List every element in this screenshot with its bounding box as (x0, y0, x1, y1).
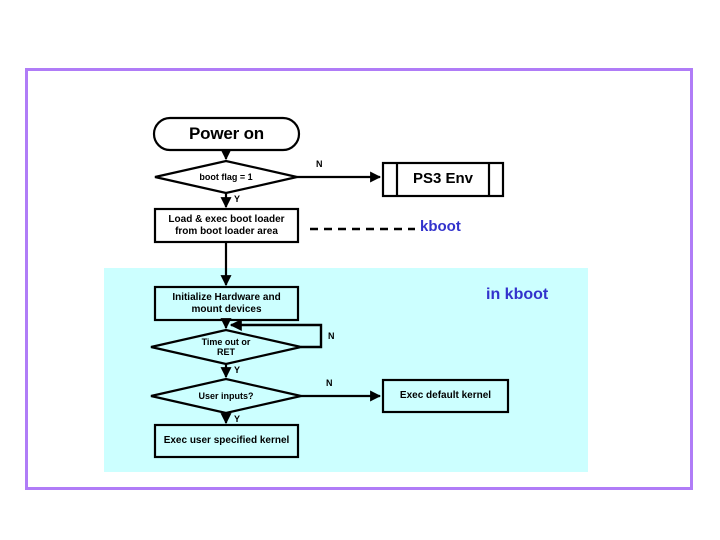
branch-label-timeout-n: N (328, 331, 335, 341)
node-boot-flag (154, 159, 298, 195)
node-init-hardware (153, 285, 300, 322)
node-user-inputs (150, 377, 302, 415)
annotation-in-kboot: in kboot (486, 286, 549, 303)
node-power-on (152, 116, 301, 152)
node-ps3-env (381, 161, 505, 198)
node-exec-user (153, 423, 300, 459)
branch-label-user-inputs-n: N (326, 378, 333, 388)
slide-border-frame (25, 68, 693, 490)
node-exec-default (381, 378, 510, 414)
annotation-kboot: kboot (420, 218, 461, 235)
edge-timeout-n-loop (229, 319, 323, 349)
branch-label-boot-flag-n: N (316, 159, 323, 169)
branch-label-boot-flag-y: Y (234, 194, 241, 204)
node-load-boot-loader (153, 207, 300, 244)
node-timeout-ret (150, 328, 302, 366)
branch-label-user-inputs-y: Y (234, 414, 241, 424)
branch-label-timeout-y: Y (234, 365, 241, 375)
